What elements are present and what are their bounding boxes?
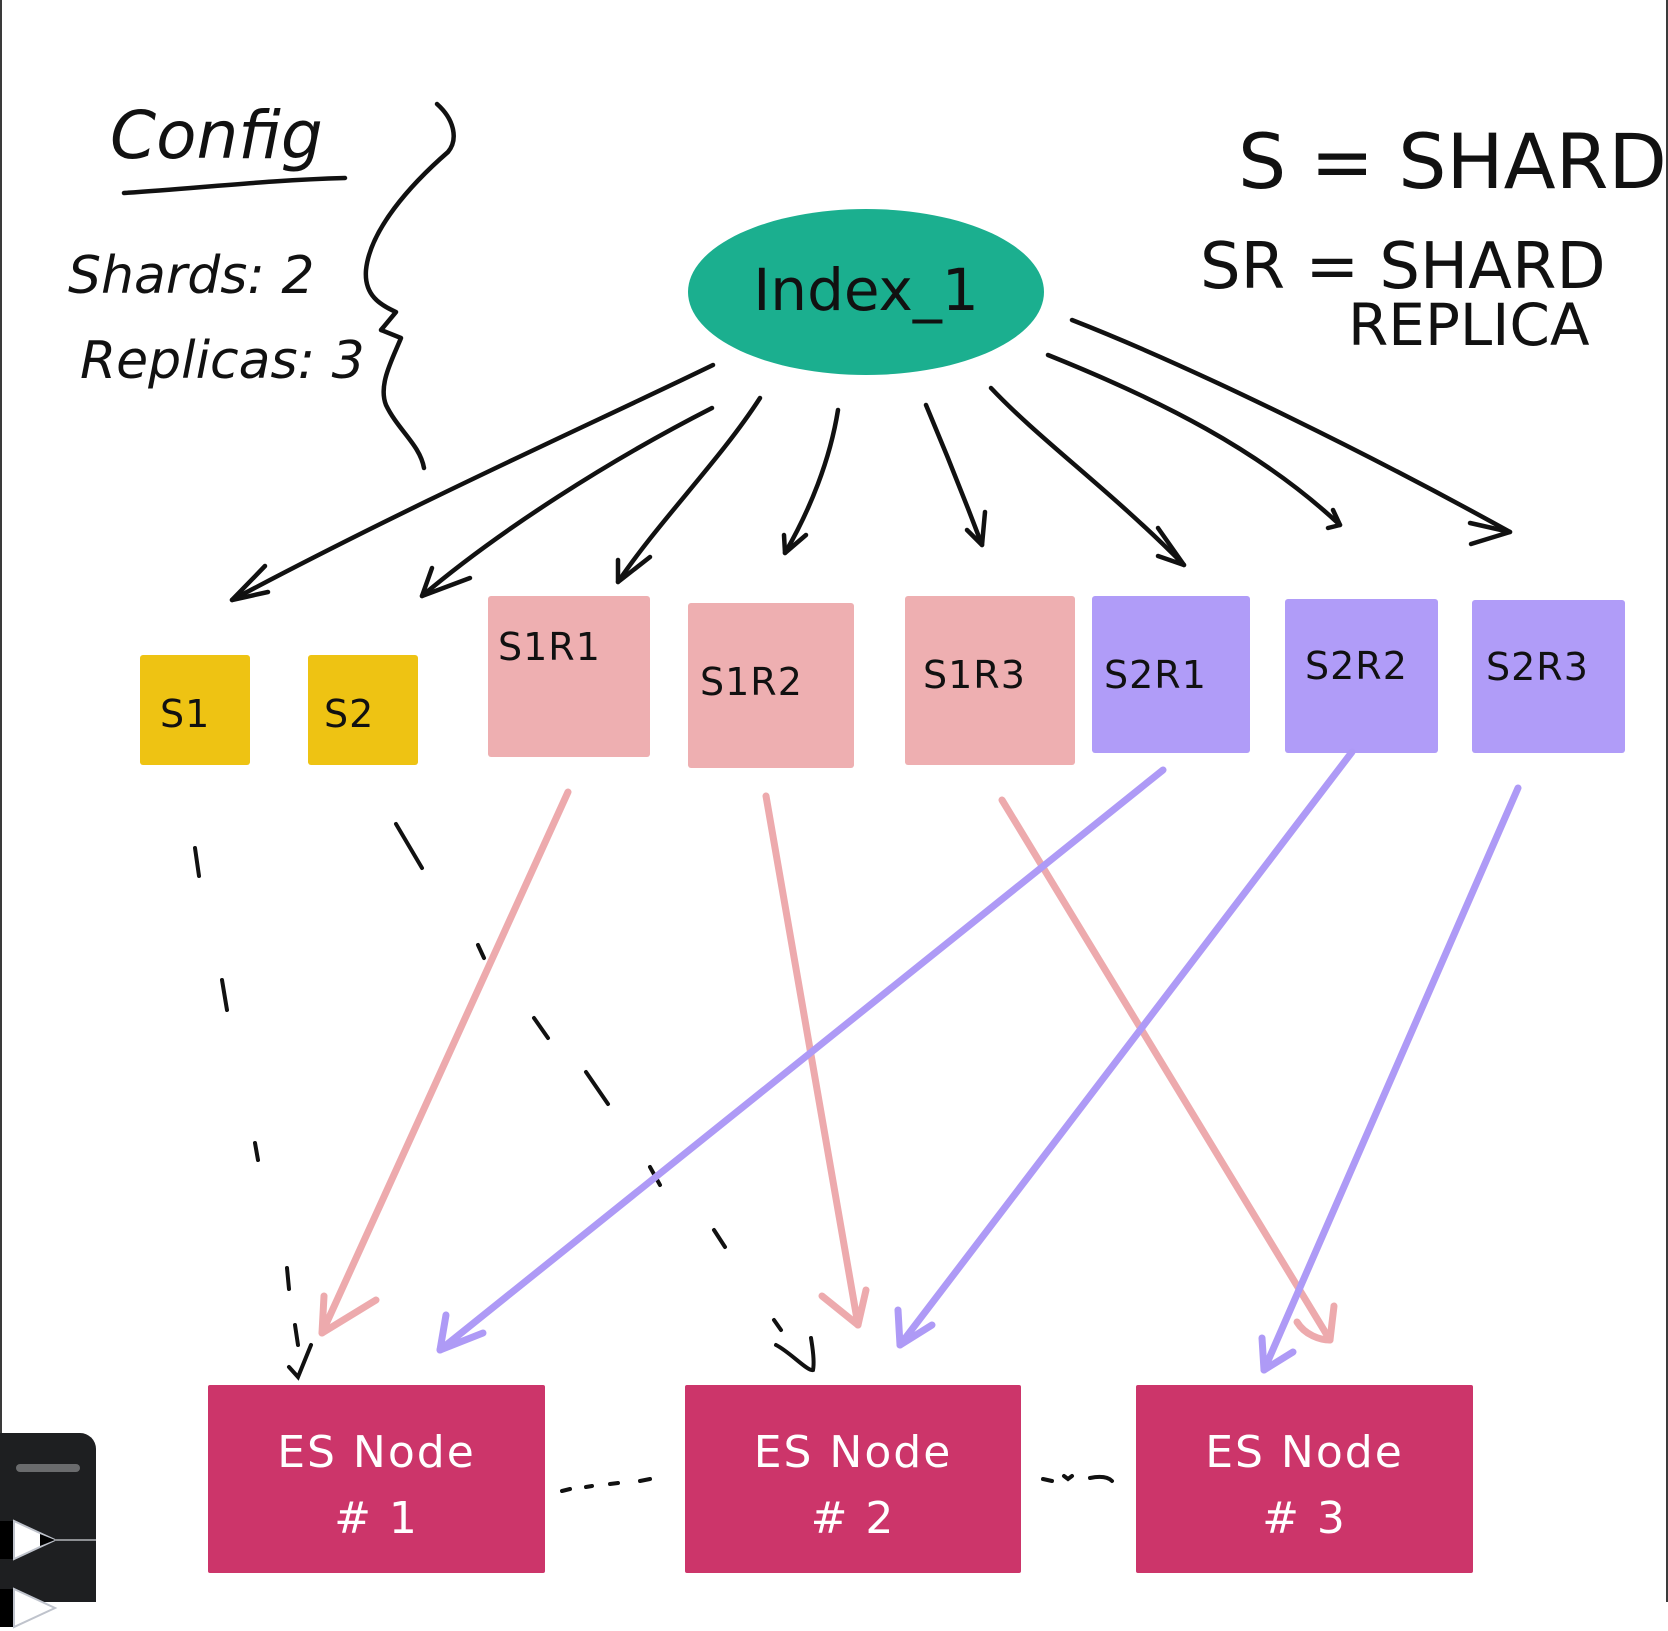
canvas-right-border	[1666, 0, 1668, 1602]
shard-s2r1[interactable]: S2R1	[1092, 596, 1250, 753]
shard-label: S2	[324, 692, 374, 736]
shard-box[interactable]	[1285, 599, 1438, 753]
shard-label: S2R3	[1486, 645, 1589, 689]
config-title-underline	[121, 175, 348, 196]
es-node-number: # 2	[811, 1493, 896, 1544]
es-node-box[interactable]	[208, 1385, 545, 1573]
legend: S = SHARD SR = SHARD REPLICA	[1200, 117, 1667, 359]
index-arrow-to-s2	[419, 405, 715, 599]
node-separator-1	[560, 1477, 652, 1493]
index-arrow-to-s1r3	[923, 402, 988, 548]
index-arrows	[229, 317, 1513, 603]
config-brace	[363, 101, 456, 471]
shard-box[interactable]	[488, 596, 650, 757]
shard-box[interactable]	[1472, 600, 1625, 753]
es-node-row: ES Node # 1 ES Node # 2 ES Node # 3	[208, 1385, 1473, 1573]
shard-s1[interactable]: S1	[140, 655, 250, 765]
node-separator-2	[1041, 1474, 1114, 1483]
shard-s1r1[interactable]: S1R1	[488, 596, 650, 757]
pencil-icon[interactable]	[0, 1517, 96, 1563]
primary-assignment-lines	[193, 822, 816, 1381]
shard-s2[interactable]: S2	[308, 655, 418, 765]
index-node[interactable]: Index_1	[688, 209, 1044, 375]
es-node-title: ES Node	[1205, 1427, 1404, 1478]
replica-assignment-arrows	[318, 748, 1522, 1374]
legend-shard-replica: SR = SHARD	[1200, 230, 1606, 304]
index-arrow-to-s1r2	[781, 407, 841, 556]
es-node-number: # 3	[1262, 1493, 1347, 1544]
toolbar-drag-handle[interactable]	[16, 1464, 80, 1472]
replica-arrow-s1r3	[998, 796, 1338, 1344]
replica-arrow-s2r1	[436, 766, 1167, 1354]
shard-s2r3[interactable]: S2R3	[1472, 600, 1625, 753]
shard-label: S1R1	[498, 625, 601, 669]
shard-label: S2R1	[1104, 653, 1207, 697]
shard-box[interactable]	[308, 655, 418, 765]
es-node1[interactable]: ES Node # 1	[208, 1385, 545, 1573]
shard-box[interactable]	[1092, 596, 1250, 753]
index-arrow-to-s2r3	[1069, 317, 1513, 547]
index-arrow-to-s2r2	[1045, 352, 1343, 531]
es-node-title: ES Node	[277, 1427, 476, 1478]
es-node2[interactable]: ES Node # 2	[685, 1385, 1021, 1573]
config-title: Config	[110, 97, 323, 174]
shard-label: S1R3	[923, 653, 1026, 697]
index-arrow-to-s1r1	[615, 395, 763, 585]
shard-label: S1	[160, 692, 210, 736]
config-shards: Shards: 2	[68, 246, 314, 306]
legend-replica: REPLICA	[1348, 291, 1590, 359]
es-node3[interactable]: ES Node # 3	[1136, 1385, 1473, 1573]
marker-icon[interactable]	[0, 1585, 96, 1631]
es-node-number: # 1	[334, 1493, 419, 1544]
shard-s1r2[interactable]: S1R2	[688, 603, 854, 768]
shard-box[interactable]	[688, 603, 854, 768]
drawing-toolbar[interactable]	[0, 1433, 96, 1629]
replica-arrow-s1r1	[318, 788, 572, 1337]
index-ellipse[interactable]	[688, 209, 1044, 375]
replica-arrow-s2r2	[894, 748, 1356, 1349]
node-separators	[560, 1474, 1114, 1493]
es-node-box[interactable]	[1136, 1385, 1473, 1573]
es-node-box[interactable]	[685, 1385, 1021, 1573]
shard-label: S2R2	[1305, 644, 1408, 688]
shard-label: S1R2	[700, 660, 803, 704]
shard-box[interactable]	[140, 655, 250, 765]
dashed-line-s1-to-node1	[193, 846, 313, 1381]
shard-box[interactable]	[905, 596, 1075, 765]
shard-s2r2[interactable]: S2R2	[1285, 599, 1438, 753]
legend-shard: S = SHARD	[1238, 117, 1667, 206]
index-label: Index_1	[753, 256, 979, 324]
replica-arrow-s2r3	[1258, 784, 1522, 1374]
config-block: Config Shards: 2 Replicas: 3	[68, 97, 456, 471]
dashed-line-s2-to-node2	[394, 822, 816, 1372]
es-node-title: ES Node	[754, 1427, 953, 1478]
canvas-left-border	[0, 0, 2, 1433]
shard-s1r3[interactable]: S1R3	[905, 596, 1075, 765]
index-arrow-to-s1	[229, 362, 716, 603]
config-replicas: Replicas: 3	[80, 331, 365, 391]
index-arrow-to-s2r1	[988, 385, 1187, 568]
replica-arrow-s1r2	[762, 792, 870, 1329]
